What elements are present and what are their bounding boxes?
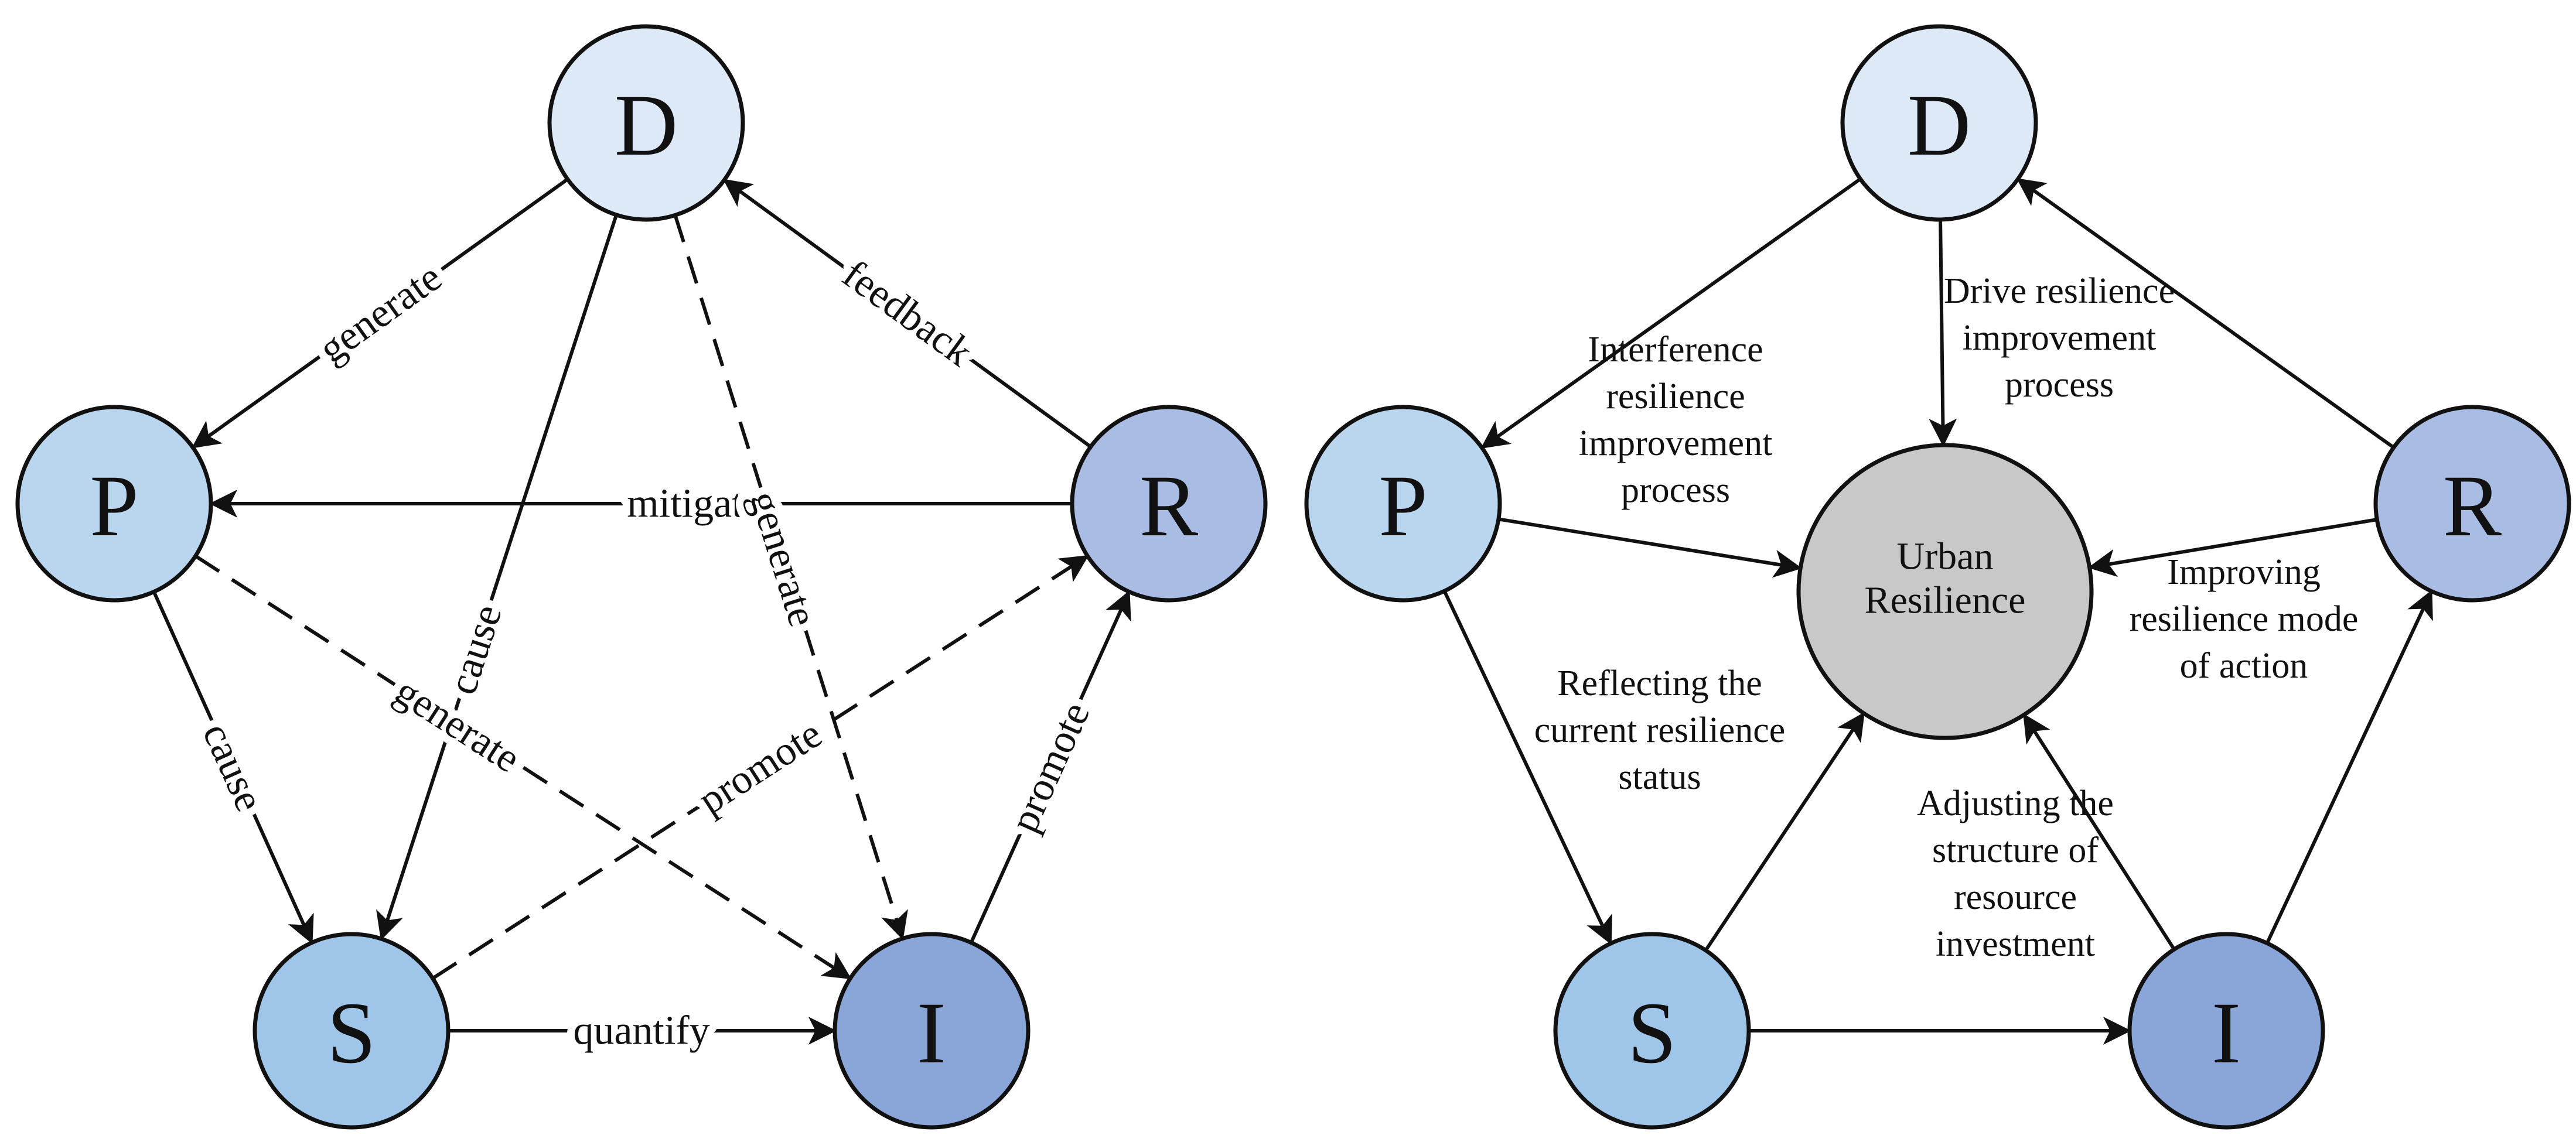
left-node-i: I — [832, 932, 1031, 1130]
annotation-adjusting-line1: Adjusting the — [1917, 784, 2114, 823]
left-node-s: S — [253, 932, 451, 1130]
left-diagram: generate feedback mitigate cause generate cau… — [15, 24, 1268, 1130]
right-node-s: S — [1553, 932, 1751, 1130]
right-node-letter-s: S — [1628, 984, 1676, 1082]
right-edge-p-center — [1498, 517, 1802, 578]
annotation-interference-line1: Interference — [1588, 330, 1763, 370]
annotation-improving: Improving resilience mode of action — [2130, 552, 2359, 686]
center-node-urban-resilience: Urban Resilience — [1796, 443, 2094, 740]
left-nodes: D P R S I — [15, 24, 1268, 1130]
right-node-circle-p — [1304, 405, 1502, 603]
left-node-circle-s — [253, 932, 451, 1130]
annotation-interference: Interference resilience improvement proc… — [1579, 330, 1773, 510]
left-node-letter-r: R — [1139, 457, 1198, 555]
left-edge-d-s — [376, 214, 618, 941]
annotation-adjusting-line4: investment — [1936, 924, 2095, 964]
right-edge-i-r — [2265, 589, 2433, 944]
annotation-reflecting: Reflecting the current resilience status — [1534, 664, 1786, 797]
right-node-letter-d: D — [1908, 77, 1971, 174]
left-edge-label-i-r: promote — [1002, 696, 1099, 839]
right-node-letter-i: I — [2212, 984, 2241, 1082]
left-node-letter-s: S — [327, 984, 376, 1082]
left-edge-p-s — [152, 591, 314, 945]
annotation-interference-line2: resilience — [1606, 377, 1745, 416]
right-node-circle-r — [2373, 405, 2571, 603]
annotation-reflecting-line1: Reflecting the — [1557, 664, 1762, 703]
left-node-letter-d: D — [615, 77, 678, 174]
right-edge-r-d — [2016, 178, 2395, 449]
left-edge-d-p — [191, 177, 569, 449]
annotation-drive-line3: process — [2005, 365, 2114, 405]
right-edge-i-center — [2023, 713, 2176, 950]
right-node-letter-r: R — [2443, 457, 2502, 555]
right-edge-d-p — [1480, 177, 1862, 449]
left-edge-label-r-d: feedback — [834, 252, 980, 375]
annotation-reflecting-line2: current resilience — [1534, 710, 1786, 750]
right-node-p: P — [1304, 405, 1502, 603]
left-edge-r-d — [723, 179, 1092, 449]
right-diagram: D P R S I Urban Resilience Drive resilience … — [1304, 24, 2571, 1130]
left-edge-labels: generate feedback mitigate cause generate cau… — [186, 244, 1106, 1061]
left-edges — [152, 177, 1131, 1045]
left-node-circle-p — [15, 405, 213, 603]
annotation-improving-line3: of action — [2180, 646, 2308, 686]
left-edge-d-i — [673, 214, 908, 941]
right-node-circle-s — [1553, 932, 1751, 1130]
right-node-letter-p: P — [1379, 457, 1427, 555]
right-edge-p-s — [1442, 590, 1612, 945]
left-node-d: D — [547, 24, 745, 222]
left-node-p: P — [15, 405, 213, 603]
center-label-line1: Urban — [1897, 535, 1994, 578]
right-node-circle-d — [1840, 24, 2038, 222]
annotation-interference-line3: improvement — [1579, 423, 1773, 463]
annotation-improving-line2: resilience mode — [2130, 599, 2359, 639]
left-node-r: R — [1070, 405, 1268, 603]
left-node-letter-i: I — [917, 984, 946, 1082]
right-node-circle-i — [2127, 932, 2325, 1130]
right-nodes: D P R S I — [1304, 24, 2571, 1130]
left-node-circle-d — [547, 24, 745, 222]
right-node-i: I — [2127, 932, 2325, 1130]
left-edge-label-d-p: generate — [311, 255, 450, 372]
left-edge-label-s-r: promote — [691, 711, 830, 823]
annotation-adjusting-line2: structure of — [1932, 830, 2099, 870]
left-node-letter-p: P — [90, 457, 138, 555]
left-edge-label-d-s: cause — [440, 599, 511, 700]
annotation-adjusting: Adjusting the structure of resource inve… — [1917, 784, 2114, 964]
annotation-interference-line4: process — [1621, 470, 1730, 510]
right-edge-r-center — [2087, 518, 2377, 577]
annotation-drive-line1: Drive resilience — [1944, 271, 2175, 311]
annotation-drive-line2: improvement — [1963, 318, 2157, 358]
right-edge-d-center — [1929, 219, 1957, 447]
left-edge-label-s-i: quantify — [573, 1008, 709, 1054]
left-edge-label-r-p: mitigate — [627, 481, 761, 526]
annotation-drive: Drive resilience improvement process — [1944, 271, 2175, 405]
annotation-reflecting-line3: status — [1618, 757, 1701, 797]
left-edge-label-p-s: cause — [193, 716, 272, 818]
right-node-r: R — [2373, 405, 2571, 603]
left-edge-i-r — [969, 590, 1131, 943]
left-edge-label-d-i: generate — [741, 485, 826, 631]
left-node-circle-r — [1070, 405, 1268, 603]
annotation-improving-line1: Improving — [2167, 552, 2321, 592]
right-edges — [1442, 177, 2433, 1045]
right-edge-s-center — [1704, 712, 1865, 952]
annotation-adjusting-line3: resource — [1954, 877, 2077, 917]
right-node-d: D — [1840, 24, 2038, 222]
left-node-circle-i — [832, 932, 1031, 1130]
center-label-line2: Resilience — [1865, 579, 2026, 622]
